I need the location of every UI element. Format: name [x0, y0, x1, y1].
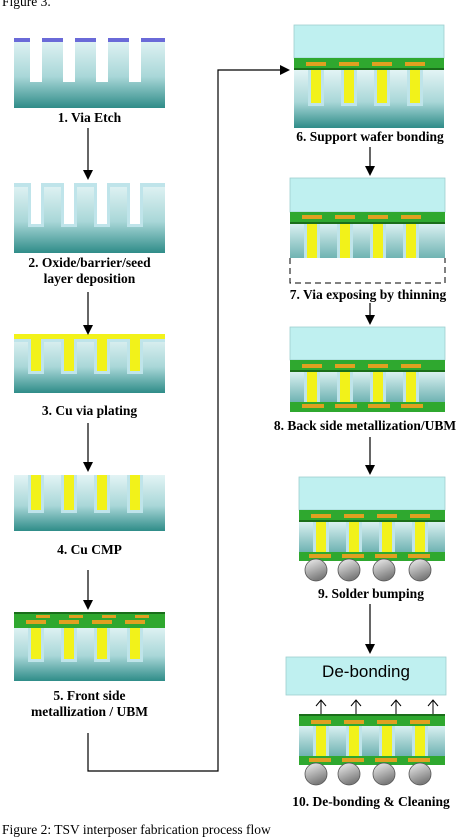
- step5-wafer: [14, 612, 165, 681]
- step-label-8: 8. Back side metallization/UBM: [273, 418, 457, 433]
- step-label-5: 5. Front side metallization / UBM: [31, 688, 148, 719]
- debond-support-box: [285, 656, 447, 696]
- step2-wafer: [14, 181, 165, 253]
- top-caption-fragment: Figure 3.: [2, 0, 51, 9]
- step9-solder-balls: [304, 558, 432, 582]
- debond-box-label: De-bonding: [322, 662, 410, 681]
- column-connector-arrow: [87, 65, 290, 772]
- step-label-10: 10. De-bonding & Cleaning: [292, 794, 450, 809]
- step8-wafer: [289, 326, 446, 412]
- step10-solder-balls: [304, 762, 432, 786]
- step1-wafer: [14, 38, 165, 108]
- step-label-2: 2. Oxide/barrier/seed layer deposition: [28, 255, 151, 286]
- step6-wafer: [293, 24, 445, 128]
- step-label-7: 7. Via exposing by thinning: [289, 287, 447, 302]
- step7-wafer: [289, 177, 446, 284]
- step-label-3: 3. Cu via plating: [41, 403, 138, 418]
- step4-wafer: [14, 475, 165, 531]
- bottom-caption: Figure 2: TSV interposer fabrication pro…: [2, 822, 271, 837]
- step-label-9: 9. Solder bumping: [318, 586, 424, 601]
- step-label-4: 4. Cu CMP: [57, 542, 122, 557]
- step-label-1: 1. Via Etch: [57, 110, 122, 125]
- step9-wafer: [298, 476, 446, 561]
- step3-wafer: [14, 334, 165, 393]
- step10-wafer: [299, 714, 445, 765]
- step-label-6: 6. Support wafer bonding: [296, 129, 444, 144]
